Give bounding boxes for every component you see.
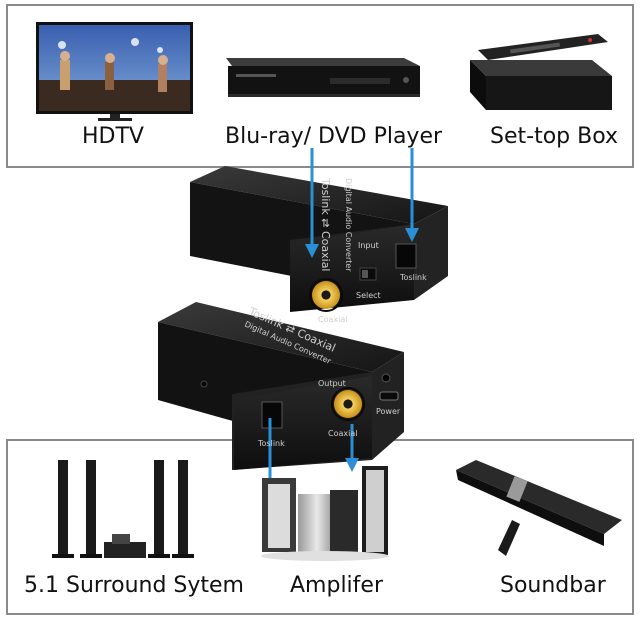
bluray-label: Blu-ray/ DVD Player: [225, 124, 443, 149]
surround-system-label: 5.1 Surround Sytem: [24, 573, 244, 598]
output-section-label: Output: [318, 379, 346, 388]
input-select-label: Select: [356, 291, 381, 300]
converter-input-printing: Toslink ⇄ Coaxial Digital Audio Converte…: [318, 177, 427, 324]
input-toslink-label: Toslink: [399, 273, 427, 282]
amplifier-image: [261, 466, 389, 561]
input-coaxial-label: Coaxial: [318, 315, 347, 324]
bluray-player-image: [226, 58, 420, 97]
hdtv-label: HDTV: [82, 124, 144, 149]
amplifier-label: Amplifer: [290, 573, 383, 598]
hdtv-image: [36, 22, 193, 121]
soundbar-label: Soundbar: [500, 573, 606, 598]
input-subtitle-text: Digital Audio Converter: [344, 178, 353, 272]
settop-box-label: Set-top Box: [490, 124, 619, 149]
input-title-text: Toslink ⇄ Coaxial: [319, 177, 332, 272]
output-power-label: Power: [376, 407, 401, 416]
input-section-label: Input: [358, 241, 379, 250]
surround-system-image: [52, 460, 194, 558]
settop-box-image: [470, 34, 612, 110]
soundbar-image: [456, 460, 622, 556]
output-coaxial-label: Coaxial: [328, 429, 357, 438]
converter-input-device: [190, 166, 448, 312]
output-toslink-label: Toslink: [257, 439, 285, 448]
